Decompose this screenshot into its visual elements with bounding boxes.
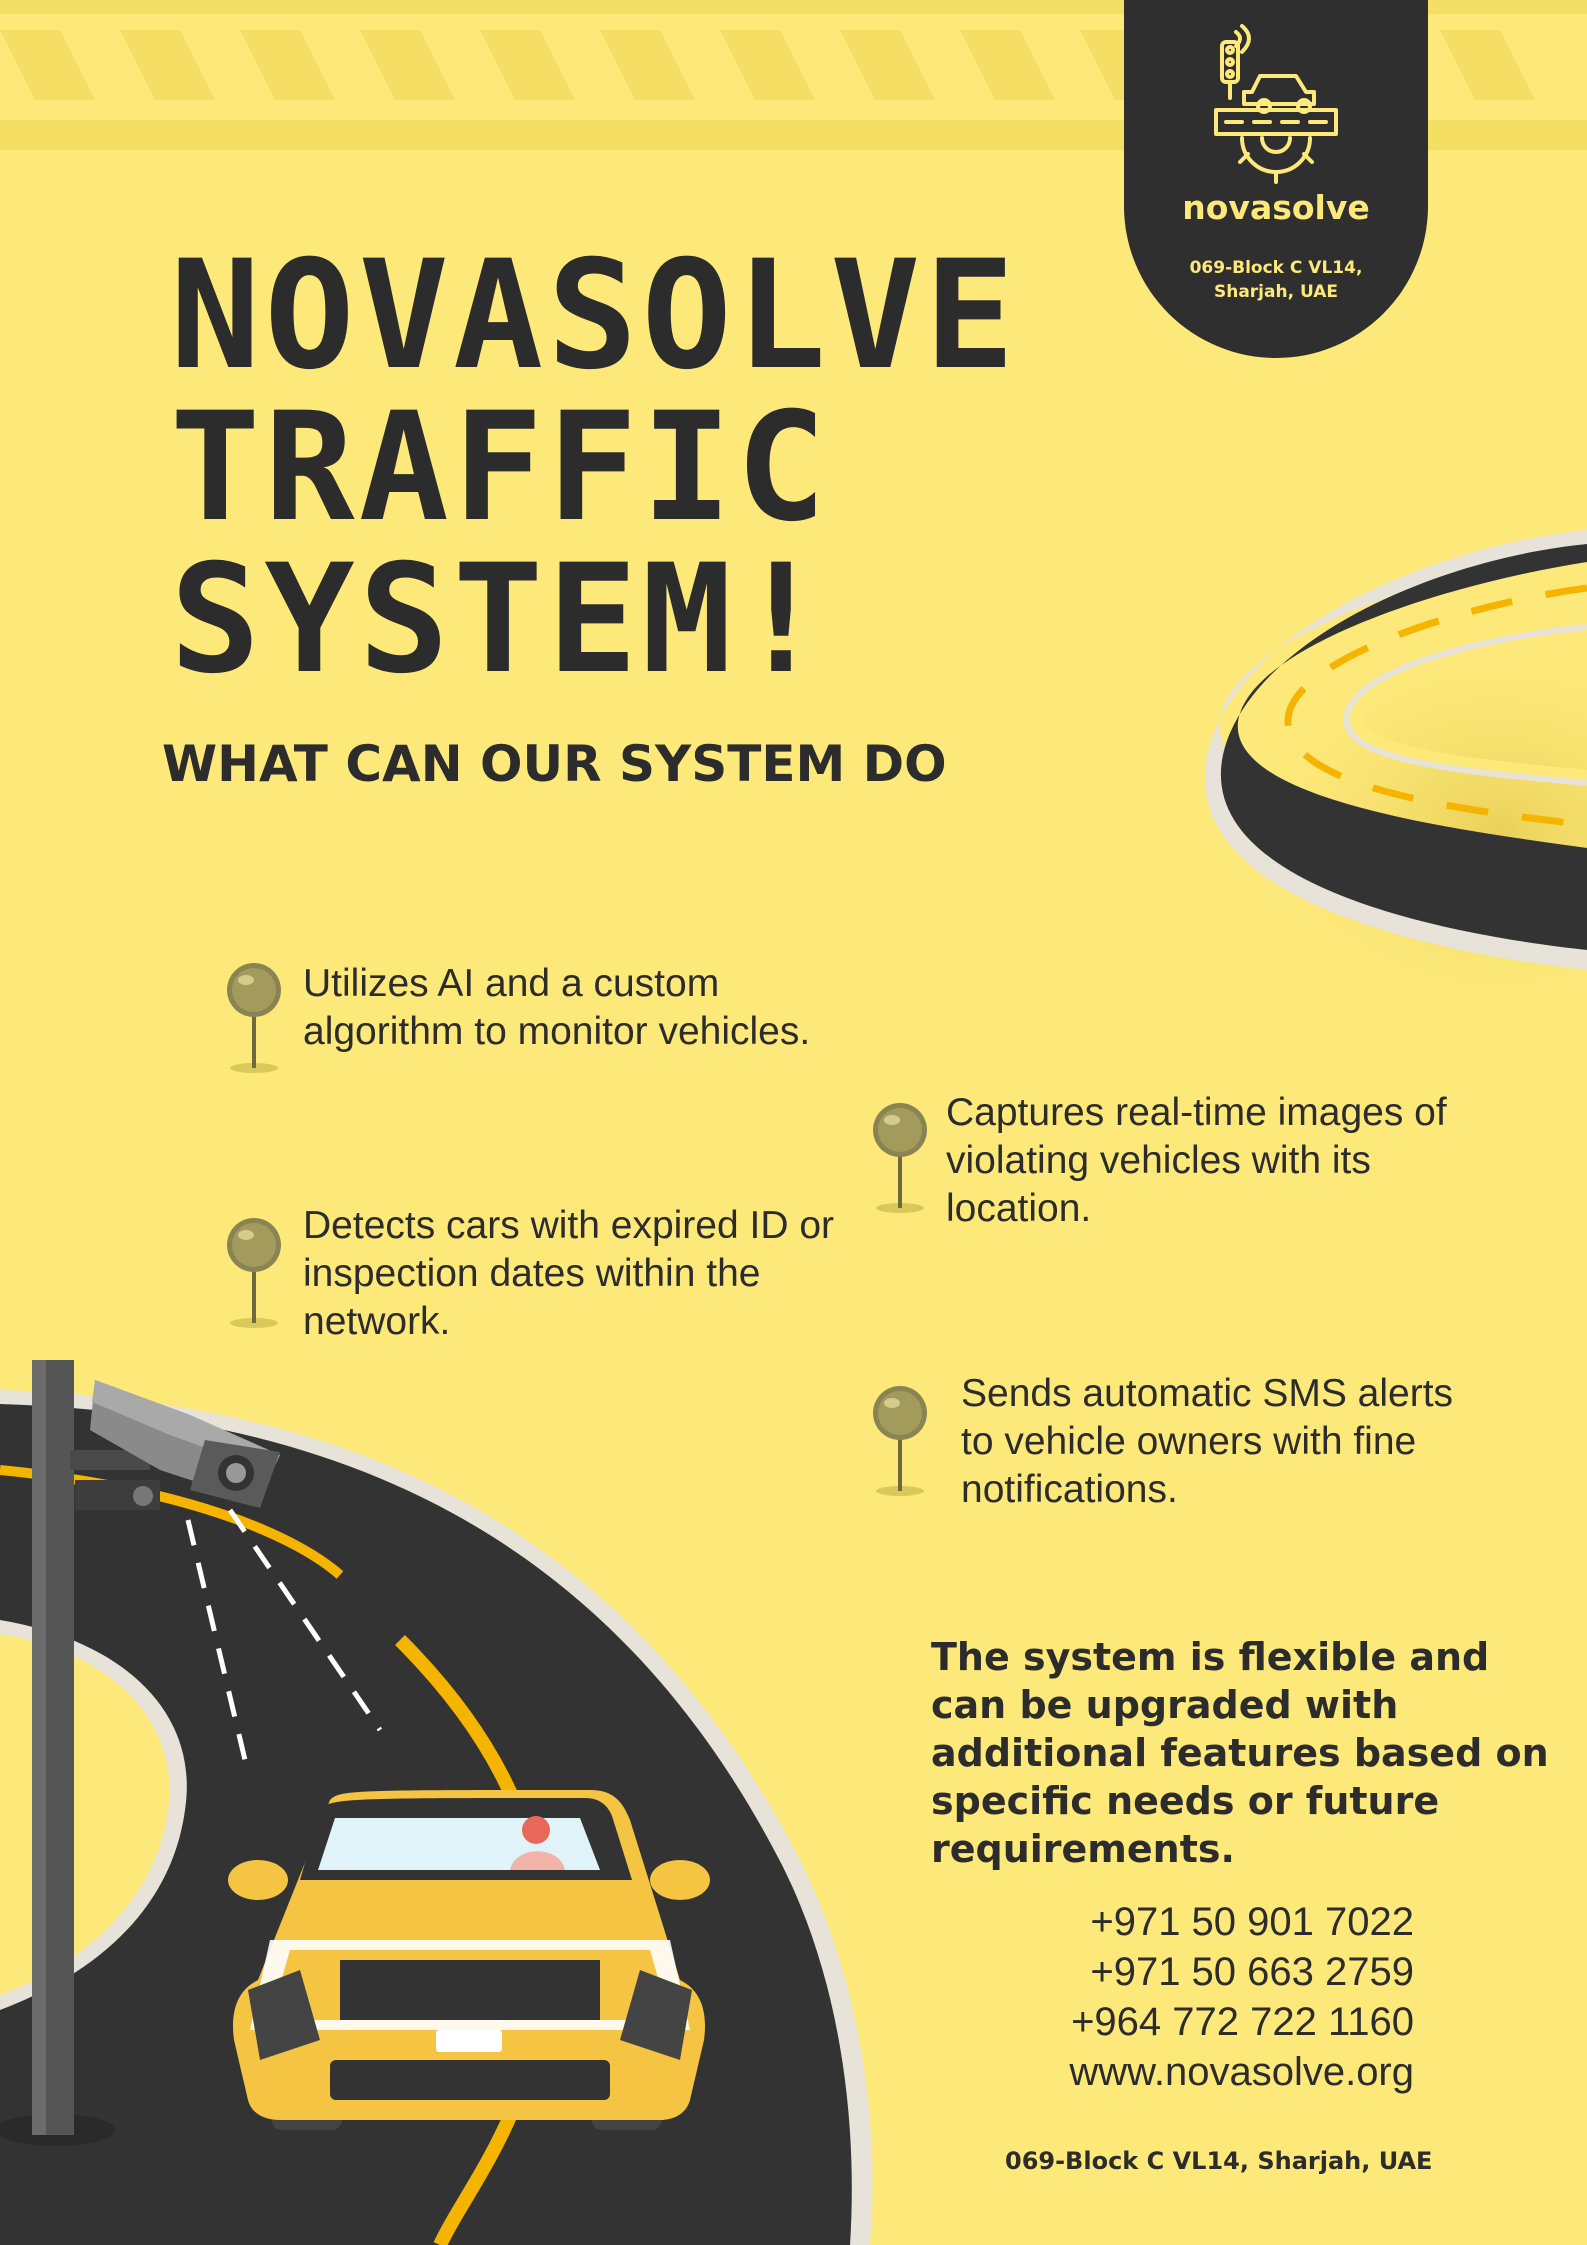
map-pin-icon (873, 1386, 927, 1496)
title-line-2: TRAFFIC (170, 381, 831, 555)
map-pin-icon (873, 1103, 927, 1213)
contact-block: +971 50 901 7022 +971 50 663 2759 +964 7… (1069, 1897, 1414, 2097)
road-camera-car-illustration (0, 1360, 873, 2245)
flexibility-note: The system is flexible and can be upgrad… (931, 1635, 1549, 1871)
map-pin-icon (227, 1218, 281, 1328)
phone-number[interactable]: +971 50 663 2759 (1090, 1950, 1414, 1994)
page-title: NOVASOLVE TRAFFIC SYSTEM! (170, 240, 1019, 696)
title-line-1: NOVASOLVE (170, 229, 1019, 403)
brand-badge: novasolve 069-Block C VL14, Sharjah, UAE (1124, 0, 1428, 358)
car-icon (228, 1790, 710, 2130)
phone-number[interactable]: +971 50 901 7022 (1090, 1900, 1414, 1944)
feature-item: Utilizes AI and a custom algorithm to mo… (303, 962, 811, 1053)
feature-item: Sends automatic SMS alerts to vehicle ow… (961, 1372, 1454, 1511)
logo-icon (1214, 24, 1338, 184)
map-pin-icon (227, 963, 281, 1073)
brand-name: novasolve (1182, 188, 1370, 227)
brand-address-line2: Sharjah, UAE (1213, 282, 1339, 302)
security-camera-icon (70, 1380, 280, 1510)
footer-address: 069-Block C VL14, Sharjah, UAE (1005, 2147, 1433, 2175)
website-link[interactable]: www.novasolve.org (1069, 2050, 1414, 2094)
title-line-3: SYSTEM! (170, 533, 831, 707)
section-heading: WHAT CAN OUR SYSTEM DO (162, 735, 947, 793)
road-illustration-top (1204, 530, 1587, 1010)
phone-number[interactable]: +964 772 722 1160 (1071, 2000, 1414, 2044)
feature-item: Captures real-time images of violating v… (946, 1091, 1447, 1230)
feature-item: Detects cars with expired ID or inspecti… (303, 1204, 835, 1343)
brand-address-line1: 069-Block C VL14, (1189, 258, 1363, 278)
brand-address: 069-Block C VL14, Sharjah, UAE (1124, 256, 1428, 304)
